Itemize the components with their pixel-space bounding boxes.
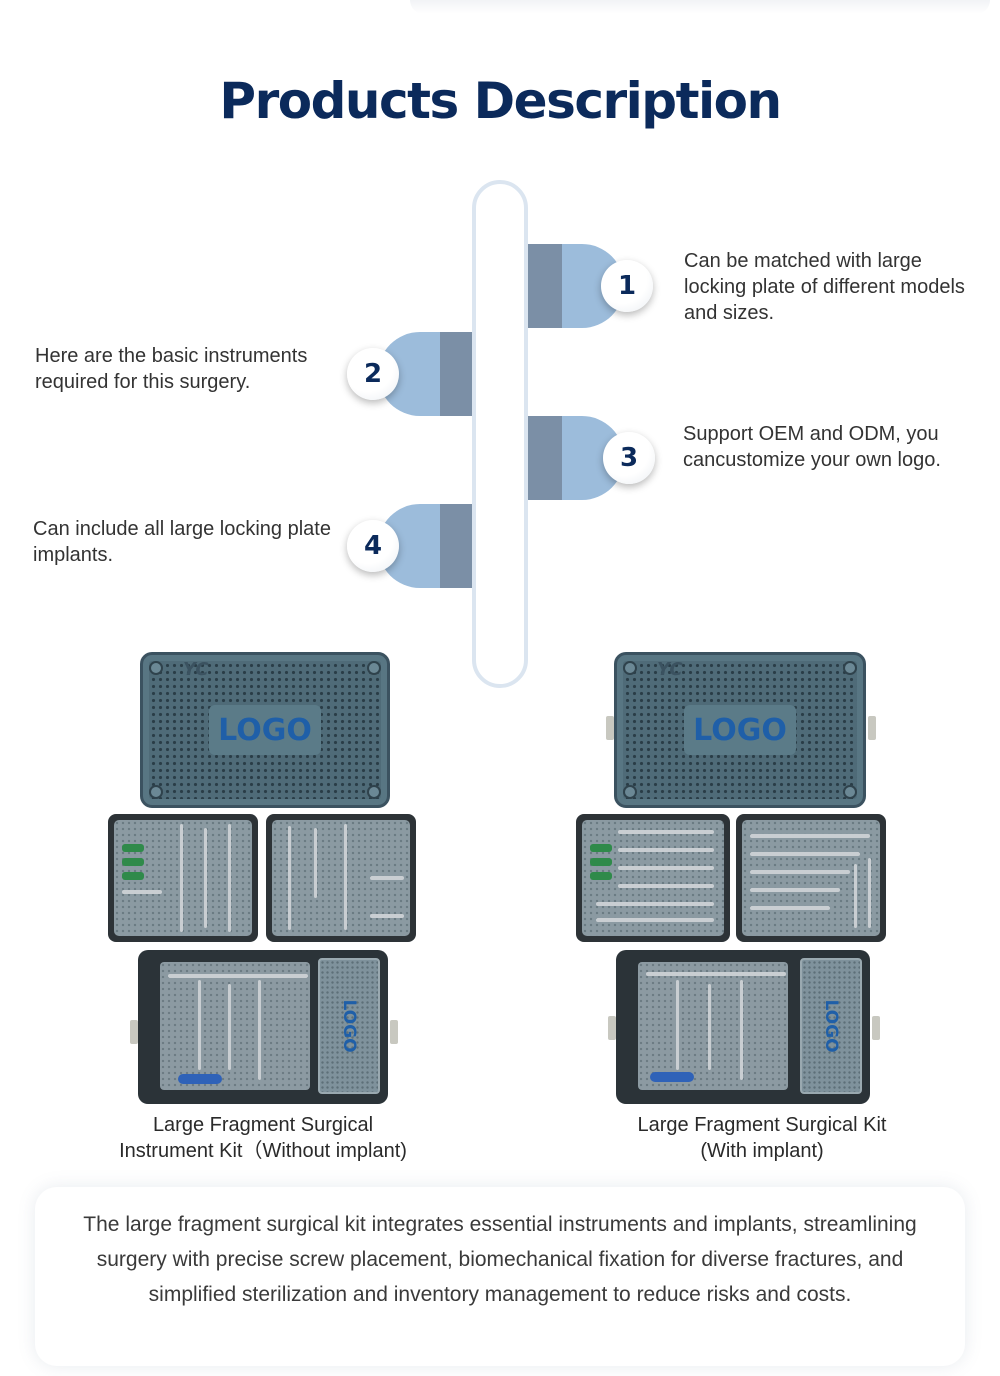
green-handle-instrument <box>590 872 612 880</box>
timeline-rail <box>472 180 528 688</box>
top-decoration-band <box>410 0 990 14</box>
lid-handle <box>868 716 876 740</box>
green-handle-instrument <box>122 858 144 866</box>
feature-text-4: Can include all large locking plate impl… <box>33 518 331 566</box>
lid-screw <box>149 785 163 799</box>
instrument-case-open: LOGO <box>138 950 388 1104</box>
lid-screw <box>149 661 163 675</box>
lid-screw <box>623 785 637 799</box>
brand-mark: YC <box>183 659 209 680</box>
instrument-tray-right <box>266 814 416 942</box>
case-handle <box>608 1016 616 1040</box>
green-handle-instrument <box>122 872 144 880</box>
blue-handle-instrument <box>650 1072 694 1082</box>
caption-line: Large Fragment Surgical Kit <box>637 1114 887 1136</box>
lid-logo-text: LOGO <box>684 705 796 755</box>
case-handle <box>872 1016 880 1040</box>
feature-text-1: Can be matched with large locking plate … <box>684 250 965 324</box>
kit-image-without-implant: YC LOGO LOGO <box>104 650 424 1110</box>
case-logo-panel: LOGO <box>800 958 862 1094</box>
lid-screw <box>623 661 637 675</box>
lid-screw <box>367 661 381 675</box>
implant-case-open: LOGO <box>616 950 870 1104</box>
caption-line: Instrument Kit（Without implant) <box>119 1140 407 1162</box>
lid-handle <box>606 716 614 740</box>
summary-text: The large fragment surgical kit integrat… <box>83 1213 917 1306</box>
kit-caption-without-implant: Large Fragment Surgical Instrument Kit（W… <box>60 1112 466 1164</box>
sterilization-case-lid: YC LOGO <box>140 652 390 808</box>
lid-screw <box>843 785 857 799</box>
case-logo-panel: LOGO <box>318 958 380 1094</box>
case-logo-text: LOGO <box>821 999 841 1053</box>
green-handle-instrument <box>590 858 612 866</box>
implant-tray-left <box>576 814 730 942</box>
lid-screw <box>843 661 857 675</box>
caption-line: Large Fragment Surgical <box>152 1114 374 1136</box>
caption-line: (With implant) <box>700 1140 824 1162</box>
case-handle <box>130 1020 138 1044</box>
instrument-tray-left <box>108 814 258 942</box>
feature-number-2: 2 <box>347 348 399 400</box>
feature-text-3: Support OEM and ODM, you cancustomize yo… <box>683 423 941 471</box>
implant-tray-right <box>736 814 886 942</box>
kit-caption-with-implant: Large Fragment Surgical Kit (With implan… <box>590 1112 934 1164</box>
section-title: Products Description <box>219 72 782 130</box>
feature-number-4: 4 <box>347 520 399 572</box>
green-handle-instrument <box>590 844 612 852</box>
blue-handle-instrument <box>178 1074 222 1084</box>
lid-logo-text: LOGO <box>209 705 321 755</box>
kit-image-with-implant: YC LOGO LOGO <box>574 650 894 1110</box>
lid-screw <box>367 785 381 799</box>
summary-card: The large fragment surgical kit integrat… <box>35 1187 965 1366</box>
brand-mark: YC <box>657 659 683 680</box>
case-handle <box>390 1020 398 1044</box>
case-logo-text: LOGO <box>339 999 359 1053</box>
feature-text-2: Here are the basic instruments required … <box>35 345 308 393</box>
green-handle-instrument <box>122 844 144 852</box>
feature-number-3: 3 <box>603 432 655 484</box>
feature-number-1: 1 <box>601 260 653 312</box>
sterilization-case-lid: YC LOGO <box>614 652 866 808</box>
